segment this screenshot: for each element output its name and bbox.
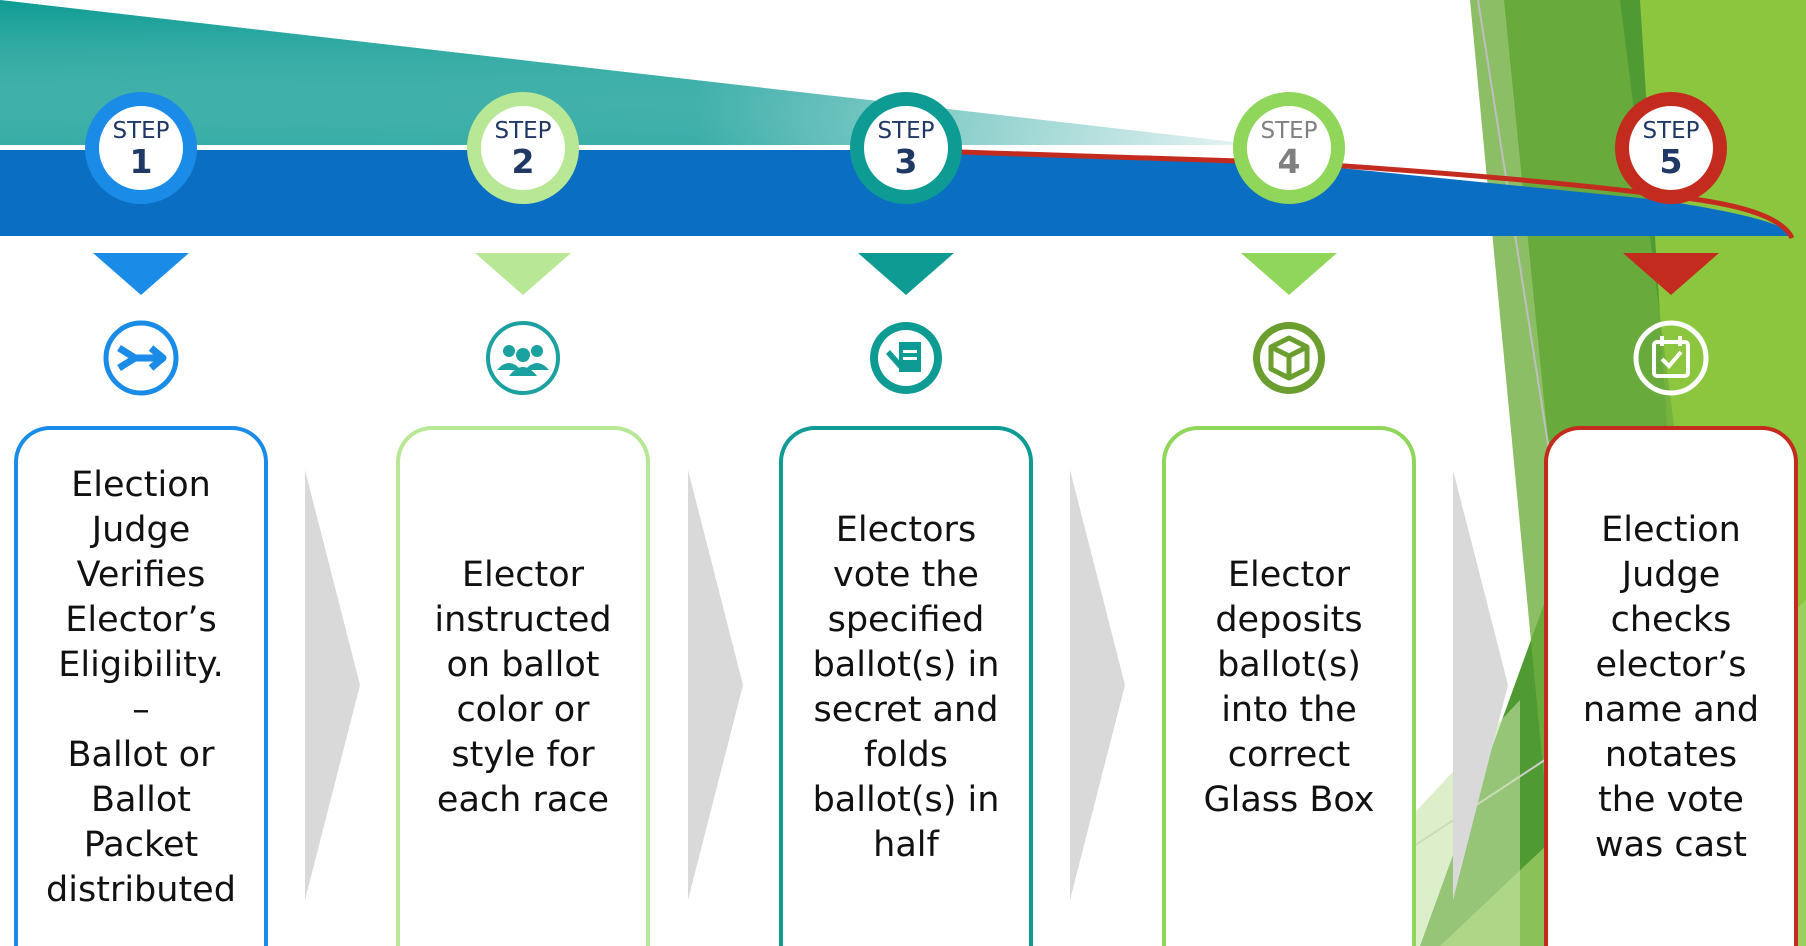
step-description: Electors vote the specified ballot(s) in… [812,510,1000,865]
chevrons [305,470,1508,900]
step-down-arrow [1241,253,1337,295]
step-card-5: Election Judge checks elector’s name and… [1544,426,1798,946]
people-group-icon [483,318,563,398]
step-label: STEP [1642,118,1700,144]
step-number: 4 [1277,142,1301,181]
step-description: Elector instructed on ballot color or st… [434,555,612,820]
step-label: STEP [494,118,552,144]
red-line [959,149,1795,240]
document-pen-icon [866,318,946,398]
step-label: STEP [877,118,935,144]
step-number: 5 [1659,142,1683,181]
step-card-4: Elector deposits ballot(s) into the corr… [1162,426,1416,946]
process-arrow-icon [101,318,181,398]
step-number: 1 [129,142,153,181]
box-icon [1249,318,1329,398]
step-card-3: Electors vote the specified ballot(s) in… [779,426,1033,946]
step-down-arrow [475,253,571,295]
step-description: Election Judge checks elector’s name and… [1582,510,1760,865]
step-label: STEP [1260,118,1318,144]
step-description: Elector deposits ballot(s) into the corr… [1203,555,1375,820]
step-down-arrow [858,253,954,295]
step-down-arrow [1623,253,1719,295]
step-down-arrow [93,253,189,295]
step-card-2: Elector instructed on ballot color or st… [396,426,650,946]
step-label: STEP [112,118,170,144]
step-card-1: Election Judge Verifies Elector’s Eligib… [14,426,268,946]
calendar-check-icon [1631,318,1711,398]
step-description: Election Judge Verifies Elector’s Eligib… [46,465,236,910]
step-number: 2 [511,142,535,181]
step-number: 3 [894,142,918,181]
